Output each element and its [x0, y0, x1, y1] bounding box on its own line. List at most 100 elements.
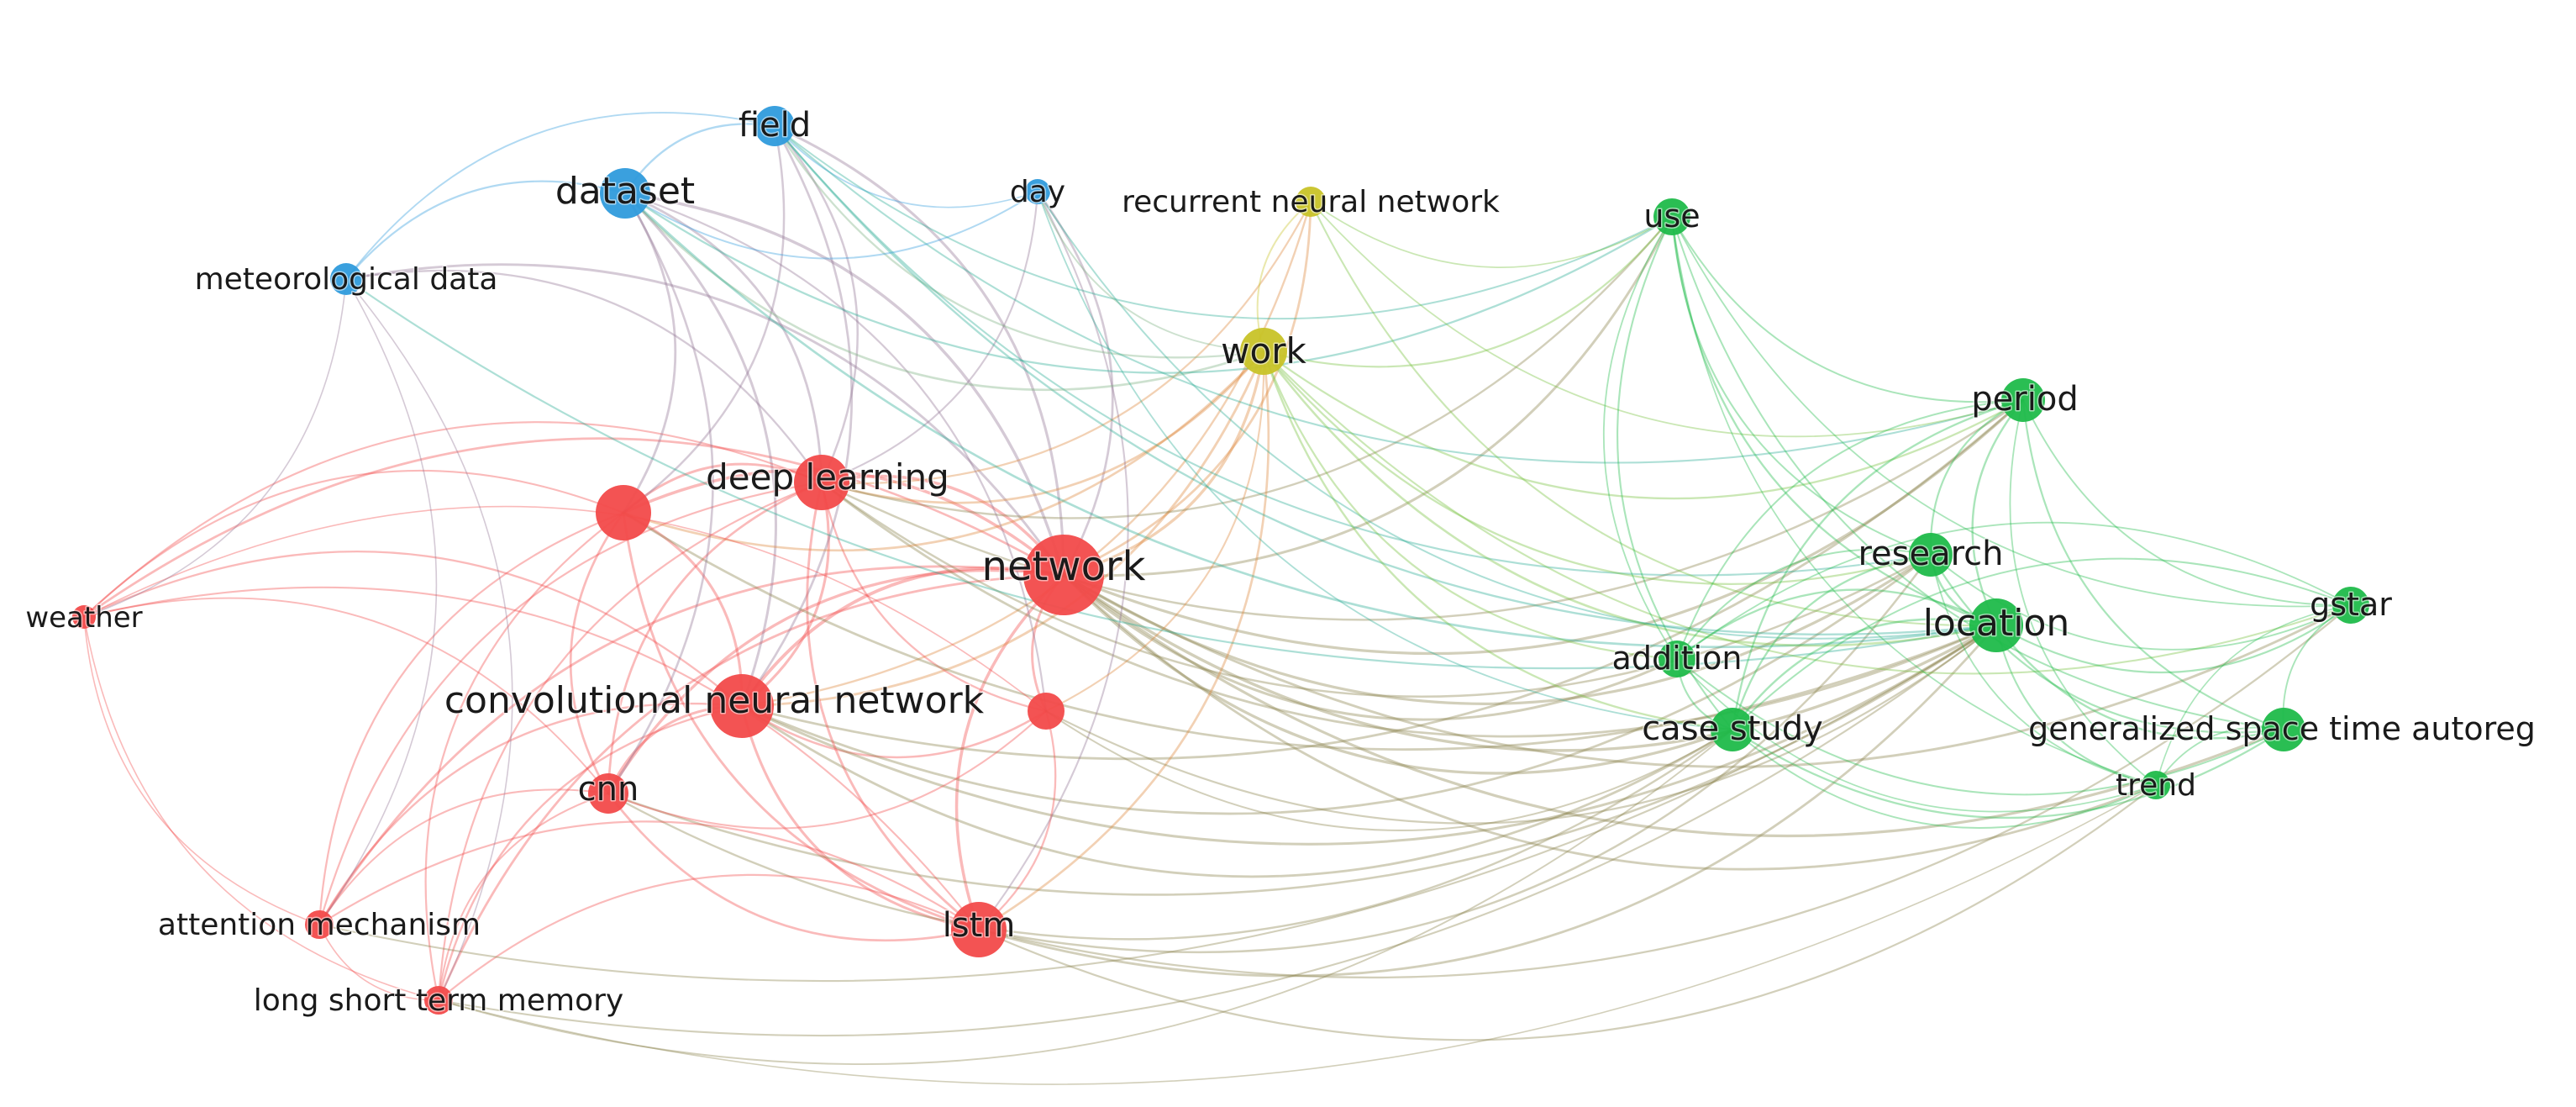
node-unlabeled-red-node[interactable] — [596, 485, 651, 540]
edge-cnn-dataset — [607, 192, 714, 795]
label-research[interactable]: research — [1857, 534, 2005, 575]
edge-case-study-trend — [1732, 729, 2157, 829]
edge-long-short-term-memory-location — [437, 624, 1998, 1037]
edge-use-period — [1671, 216, 2024, 403]
node-gstar[interactable] — [2332, 587, 2369, 624]
label-gstar[interactable]: gstar — [2309, 585, 2394, 625]
node-location[interactable] — [1969, 598, 2023, 652]
label-trend[interactable]: trend — [2115, 767, 2198, 804]
label-layer: network convolutional neural network deep … — [24, 105, 2537, 1020]
edge-unlabeled-red-node-dataset — [622, 192, 677, 514]
node-period[interactable] — [2001, 378, 2045, 422]
edge-unlabeled-red-node-cnn — [569, 511, 625, 795]
label-long-short-term-memory[interactable]: long short term memory — [252, 983, 624, 1020]
node-attention-mechanism[interactable] — [305, 910, 334, 939]
edge-network-trend — [1062, 573, 2158, 871]
label-lstm[interactable]: lstm — [941, 905, 1017, 946]
node-red-small-node[interactable] — [1028, 693, 1065, 730]
edge-convolutional-neural-network-long-short-term-memory — [437, 704, 744, 1002]
edge-cnn-location — [607, 624, 1998, 896]
edge-dataset-location — [623, 192, 1998, 649]
label-addition[interactable]: addition — [1611, 639, 1743, 678]
edge-red-small-node-weather — [83, 505, 1047, 712]
node-weather[interactable] — [72, 605, 96, 629]
edge-deep-learning-long-short-term-memory — [437, 481, 823, 1002]
node-field[interactable] — [754, 106, 795, 146]
edge-network-lstm — [954, 573, 1065, 931]
node-generalized-space-time-autoreg[interactable] — [2262, 708, 2305, 751]
edge-network-weather — [82, 437, 1065, 619]
edge-convolutional-neural-network-attention-mechanism — [318, 702, 744, 926]
edge-period-gstar — [2022, 399, 2352, 606]
edge-day-case-study — [1037, 191, 1733, 730]
edge-deep-learning-field — [773, 124, 859, 484]
label-dataset[interactable]: dataset — [554, 169, 696, 214]
edge-network-unlabeled-red-node — [622, 468, 1065, 577]
node-recurrent-neural-network[interactable] — [1296, 187, 1326, 217]
edge-lstm-gstar — [977, 604, 2353, 979]
edge-deep-learning-recurrent-neural-network — [820, 200, 1312, 484]
edge-cnn-weather — [83, 597, 609, 794]
node-deep-learning[interactable] — [794, 455, 849, 510]
edge-deep-learning-dataset — [623, 192, 823, 484]
node-addition[interactable] — [1659, 640, 1695, 677]
label-attention-mechanism[interactable]: attention mechanism — [156, 907, 481, 944]
node-trend[interactable] — [2142, 771, 2170, 799]
edge-use-addition — [1602, 216, 1678, 660]
edge-lstm-day — [977, 190, 1129, 931]
edge-network-convolutional-neural-network — [740, 567, 1065, 708]
label-generalized-space-time-autoreg[interactable]: generalized space time autoreg — [2027, 709, 2537, 749]
edge-location-trend — [1995, 624, 2158, 787]
edge-dataset-work — [623, 192, 1265, 392]
edge-case-study-generalized-space-time-autoreg — [1731, 728, 2285, 820]
node-dataset[interactable] — [600, 168, 650, 219]
label-network[interactable]: network — [980, 542, 1147, 592]
edge-deep-learning-cnn — [607, 481, 823, 795]
edge-attention-mechanism-location — [318, 624, 1998, 983]
node-meteorological-data[interactable] — [330, 263, 362, 295]
edge-lstm-work — [977, 350, 1270, 931]
edge-red-small-node-case-study — [1045, 710, 1733, 831]
edge-network-field — [773, 124, 1065, 577]
node-lstm[interactable] — [951, 902, 1007, 957]
label-case-study[interactable]: case study — [1641, 709, 1825, 750]
edge-network-day — [1036, 190, 1114, 577]
edge-weather-long-short-term-memory — [83, 616, 439, 1001]
label-work[interactable]: work — [1220, 329, 1308, 373]
node-cnn[interactable] — [588, 773, 628, 814]
label-location[interactable]: location — [1921, 601, 2071, 646]
edge-recurrent-neural-network-location — [1309, 200, 1998, 627]
edge-unlabeled-red-node-lstm — [622, 511, 980, 931]
edge-unlabeled-red-node-weather — [82, 469, 625, 619]
edge-lstm-weather — [82, 586, 980, 931]
edge-research-gstar — [1930, 554, 2352, 651]
node-use[interactable] — [1653, 198, 1690, 235]
edge-convolutional-neural-network-dataset — [623, 192, 777, 708]
edge-deep-learning-day — [820, 190, 1039, 484]
node-convolutional-neural-network[interactable] — [710, 674, 774, 738]
label-meteorological-data[interactable]: meteorological data — [193, 261, 499, 298]
node-case-study[interactable] — [1711, 708, 1754, 751]
edge-lstm-location — [977, 624, 1998, 978]
label-recurrent-neural-network[interactable]: recurrent neural network — [1121, 184, 1501, 221]
label-convolutional-neural-network[interactable]: convolutional neural network — [443, 678, 986, 724]
label-period[interactable]: period — [1970, 379, 2079, 420]
edge-location-gstar — [1995, 604, 2353, 674]
label-weather[interactable]: weather — [24, 600, 144, 636]
edge-cnn-long-short-term-memory — [438, 793, 609, 1001]
node-network[interactable] — [1023, 535, 1104, 615]
label-cnn[interactable]: cnn — [576, 769, 640, 810]
edge-work-location — [1262, 350, 1998, 647]
label-field[interactable]: field — [737, 105, 812, 146]
node-work[interactable] — [1240, 328, 1287, 375]
node-day[interactable] — [1025, 179, 1050, 204]
label-deep-learning[interactable]: deep learning — [705, 456, 951, 499]
node-long-short-term-memory[interactable] — [424, 986, 453, 1015]
label-use[interactable]: use — [1643, 197, 1701, 236]
edge-unlabeled-red-node-field — [622, 124, 786, 514]
edge-network-meteorological-data — [344, 263, 1065, 577]
node-research[interactable] — [1909, 533, 1953, 577]
label-day[interactable]: day — [1008, 174, 1066, 211]
edge-layer — [82, 112, 2353, 1085]
